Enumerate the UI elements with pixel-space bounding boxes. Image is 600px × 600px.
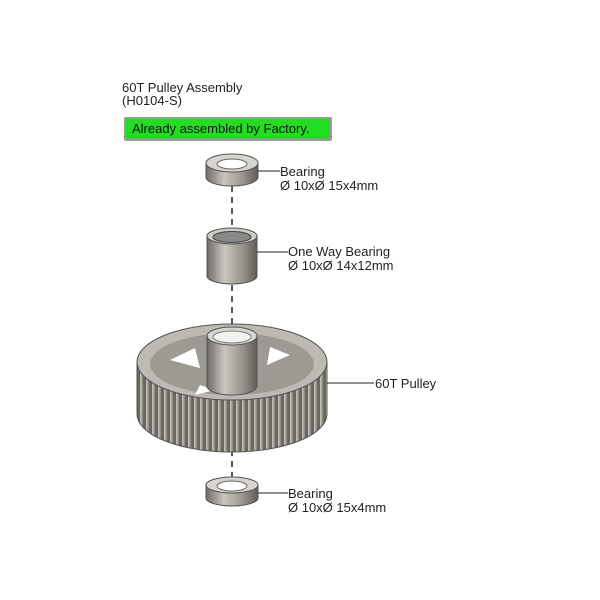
one-way-bearing-part xyxy=(206,227,258,285)
bearing-top-part xyxy=(205,153,259,187)
part-code: (H0104-S) xyxy=(122,93,182,108)
part-label-spec: Ø 10xØ 14x12mm xyxy=(288,258,394,273)
part-label-spec: Ø 10xØ 15x4mm xyxy=(280,178,379,193)
part-label-name: One Way Bearing xyxy=(288,244,391,259)
diagram-title: 60T Pulley Assembly xyxy=(122,80,243,95)
factory-assembled-notice: Already assembled by Factory. xyxy=(124,117,332,141)
part-label-name: Bearing xyxy=(280,164,325,179)
part-label-name: 60T Pulley xyxy=(375,376,437,391)
pulley-60t-part xyxy=(136,323,328,453)
part-label-name: Bearing xyxy=(288,486,333,501)
part-label-spec: Ø 10xØ 15x4mm xyxy=(288,500,387,515)
bearing-bottom-part xyxy=(205,476,259,507)
